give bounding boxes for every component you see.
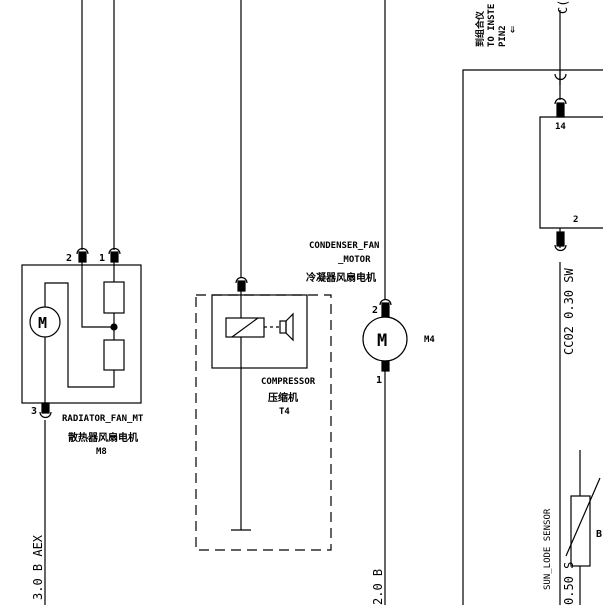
radiator-fan-name: RADIATOR_FAN_MT — [62, 414, 144, 424]
condenser-fan-name-line1: CONDENSER_FAN — [309, 241, 379, 251]
condenser-fan-name-line2: _MOTOR — [338, 255, 371, 265]
instrument-line3: PIN2 — [498, 25, 508, 47]
instrument-cn-text: 到组合仪 — [474, 10, 486, 47]
condenser-fan-ref: M4 — [424, 335, 435, 345]
radiator-pin1-label: 1 — [99, 253, 105, 264]
condenser-pin2-terminal — [381, 302, 390, 318]
radiator-resistor-2 — [103, 339, 125, 371]
radiator-junction — [110, 323, 118, 331]
sun-sensor-ref: B — [596, 529, 602, 540]
sun-sensor-name: SUN_LODE SENSOR — [543, 508, 553, 590]
condenser-pin1-label: 1 — [376, 375, 382, 386]
right-module-box — [539, 116, 603, 229]
module-pin14-label: 14 — [555, 122, 566, 132]
wire-label-radiator: 3.0 B AEX — [31, 534, 45, 600]
condenser-fan-name-cn: 冷凝器风扇电机 — [306, 271, 376, 284]
module-pin2-terminal — [556, 231, 565, 247]
module-pin2-label: 2 — [573, 215, 578, 225]
radiator-resistor-1 — [103, 281, 125, 314]
instrument-top-cut: C( — [556, 0, 570, 14]
radiator-motor-symbol: M — [38, 314, 47, 332]
module-pin14-terminal — [556, 102, 565, 118]
compressor-ref: T4 — [279, 407, 290, 417]
radiator-pin3-terminal — [41, 402, 50, 414]
condenser-motor-symbol: M — [377, 331, 387, 351]
radiator-pin2-terminal — [78, 251, 87, 263]
radiator-fan-name-cn: 散热器风扇电机 — [68, 431, 138, 444]
instrument-arrow-icon: ⇐ — [505, 26, 519, 33]
radiator-pin3-label: 3 — [31, 406, 37, 417]
radiator-pin1-terminal — [110, 251, 119, 263]
radiator-fan-ref: M8 — [96, 447, 107, 457]
wire-label-sensor: 0.50 S — [562, 562, 576, 605]
radiator-pin2-label: 2 — [66, 253, 72, 264]
compressor-name: COMPRESSOR — [261, 377, 316, 387]
condenser-pin2-label: 2 — [372, 305, 378, 316]
right-frame — [462, 69, 603, 605]
wire-label-cc02: CC02 0.30 SW — [562, 268, 576, 355]
instrument-line2: TO INSTE — [487, 4, 497, 47]
compressor-name-cn: 压缩机 — [268, 391, 298, 404]
compressor-inner-box — [211, 294, 308, 369]
wire-label-condenser: 2.0 B — [371, 569, 385, 605]
condenser-pin1-terminal — [381, 360, 390, 372]
compressor-terminal — [237, 280, 246, 292]
